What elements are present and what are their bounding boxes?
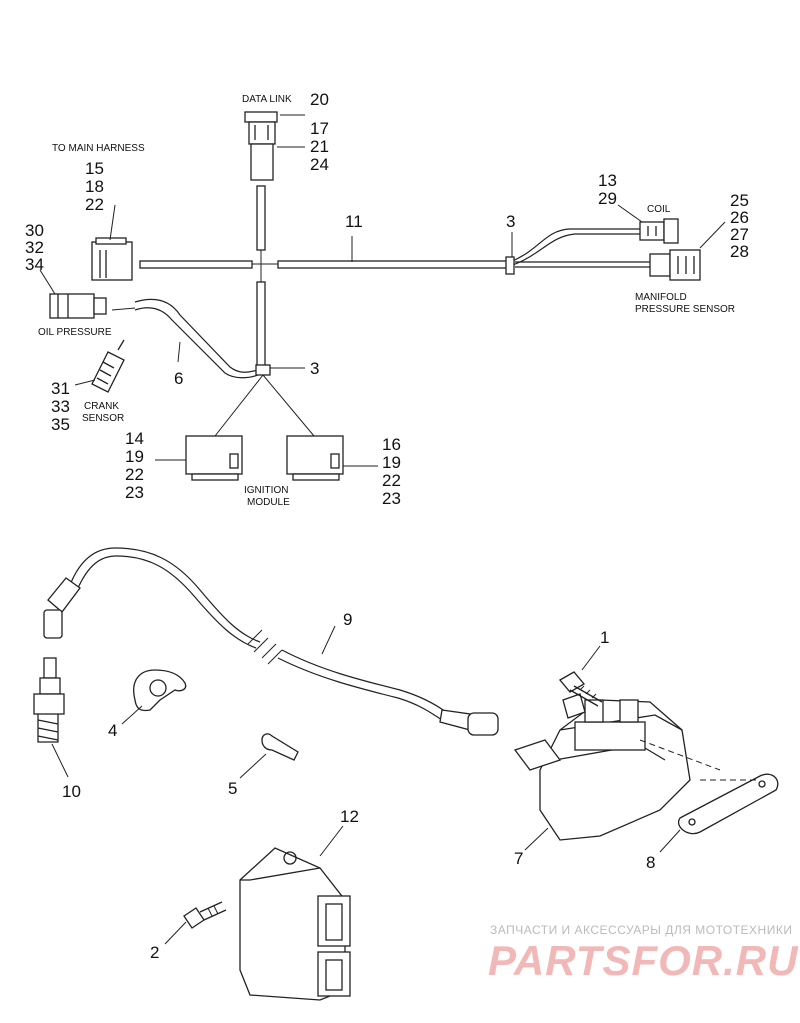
watermark-tagline: ЗАПЧАСТИ И АКСЕССУАРЫ ДЛЯ МОТОТЕХНИКИ [490, 923, 792, 937]
callout-21: 21 [310, 137, 329, 156]
data-link-connector [244, 111, 278, 181]
data-link-label: DATA LINK [242, 94, 292, 105]
callout-19-left: 19 [125, 447, 144, 466]
callout-8: 8 [646, 853, 655, 872]
coil-connector [639, 218, 679, 244]
oil-pressure-sender [49, 293, 107, 319]
callout-1: 1 [600, 628, 609, 647]
callout-7: 7 [514, 849, 523, 868]
callout-33: 33 [51, 397, 70, 416]
spark-plug-wire [43, 547, 499, 736]
callout-12: 12 [340, 807, 359, 826]
manifold-label-line2: PRESSURE SENSOR [635, 304, 735, 315]
callout-5: 5 [228, 779, 237, 798]
main-harness-connector [91, 237, 133, 281]
ignition-connector-right [286, 435, 344, 481]
callout-3-right: 3 [506, 212, 515, 231]
callout-23-right: 23 [382, 489, 401, 508]
wire-clip [133, 669, 187, 712]
ignition-module-label-line2: MODULE [247, 497, 290, 508]
callout-2: 2 [150, 943, 159, 962]
callout-28: 28 [730, 242, 749, 261]
manifold-label-line1: MANIFOLD [635, 292, 687, 303]
oil-pressure-label: OIL PRESSURE [38, 327, 112, 338]
callout-27: 27 [730, 225, 749, 244]
to-main-harness-label: TO MAIN HARNESS [52, 143, 145, 154]
callout-22-left: 22 [125, 465, 144, 484]
callout-15: 15 [85, 159, 104, 178]
crank-sensor-label-line1: CRANK [84, 401, 119, 412]
callout-34: 34 [25, 255, 44, 274]
manifold-sensor-connector [649, 249, 701, 281]
ignition-module-label-line1: IGNITION [244, 485, 288, 496]
callout-19-right: 19 [382, 453, 401, 472]
callout-16: 16 [382, 435, 401, 454]
callout-18: 18 [85, 177, 104, 196]
module-screw [183, 901, 227, 929]
callout-14: 14 [125, 429, 144, 448]
callout-13: 13 [598, 171, 617, 190]
callout-17: 17 [310, 119, 329, 138]
crank-sensor-connector [91, 339, 125, 393]
ignition-coil [513, 693, 691, 841]
ignition-module [239, 847, 351, 1001]
callout-20: 20 [310, 90, 329, 109]
callout-30: 30 [25, 221, 44, 240]
mounting-bolt [559, 671, 603, 707]
watermark-logo: PARTSFOR.RU [488, 937, 799, 984]
callout-29: 29 [598, 189, 617, 208]
coil-label: COIL [647, 204, 671, 215]
callout-35: 35 [51, 415, 70, 434]
callout-25: 25 [730, 191, 749, 210]
callout-31: 31 [51, 379, 70, 398]
coil-bracket [639, 739, 779, 835]
callout-26: 26 [730, 208, 749, 227]
callout-3-lower: 3 [310, 359, 319, 378]
callout-10: 10 [62, 782, 81, 801]
callout-4: 4 [108, 721, 117, 740]
callout-6: 6 [174, 369, 183, 388]
callout-22: 22 [85, 195, 104, 214]
callout-22-right: 22 [382, 471, 401, 490]
retaining-clip [261, 733, 299, 761]
callout-11: 11 [345, 212, 363, 231]
crank-sensor-label-line2: SENSOR [82, 413, 124, 424]
ignition-connector-left [185, 435, 243, 481]
callout-32: 32 [25, 238, 44, 257]
callout-23-left: 23 [125, 483, 144, 502]
callout-9: 9 [343, 610, 352, 629]
callout-24: 24 [310, 155, 329, 174]
wiring-harness [39, 111, 726, 481]
spark-plug [33, 657, 65, 743]
